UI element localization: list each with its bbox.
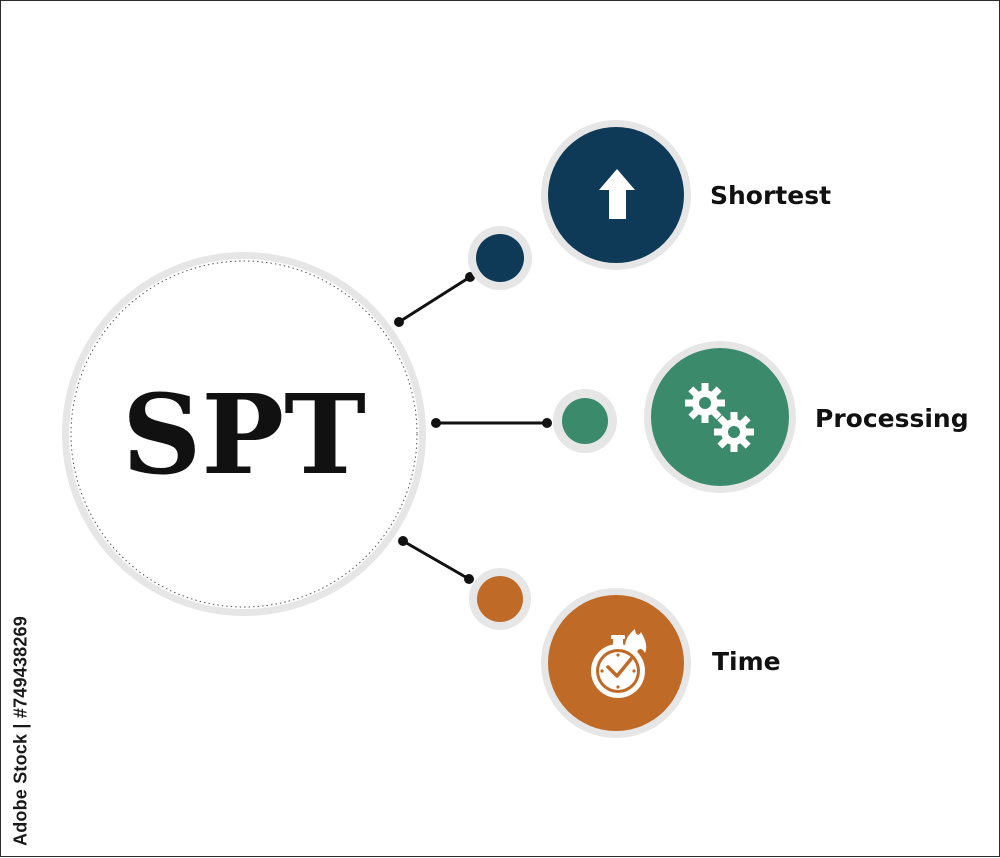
small-node [562,398,608,444]
connector-dot [431,418,441,428]
small-node [477,576,523,622]
connector-dot [398,536,408,546]
connector-dot [465,272,475,282]
item-time: Time [469,568,781,738]
connectors [394,272,552,584]
connector-dot [542,418,552,428]
big-node [651,348,789,486]
item-label-processing: Processing [815,404,969,433]
center-node: SPT [62,252,426,616]
center-dotted-border [70,260,418,608]
connector-line-top [398,275,471,324]
stopwatch-flame-icon [591,629,647,698]
stock-id-text: Adobe Stock | #749438269 [10,615,31,846]
connector-dot [394,317,404,327]
connector-dot [464,574,474,584]
stock-id-watermark: Adobe Stock | #749438269 [9,613,33,848]
item-label-shortest: Shortest [710,181,831,210]
item-label-time: Time [712,647,781,676]
center-disc [69,259,419,609]
gears-icon [685,383,754,452]
item-processing: Processing [553,341,969,493]
connector-line-bottom [402,539,470,581]
up-arrow-icon [599,169,635,219]
item-shortest: Shortest [468,120,831,290]
small-node [476,234,524,282]
center-title: SPT [122,370,366,499]
